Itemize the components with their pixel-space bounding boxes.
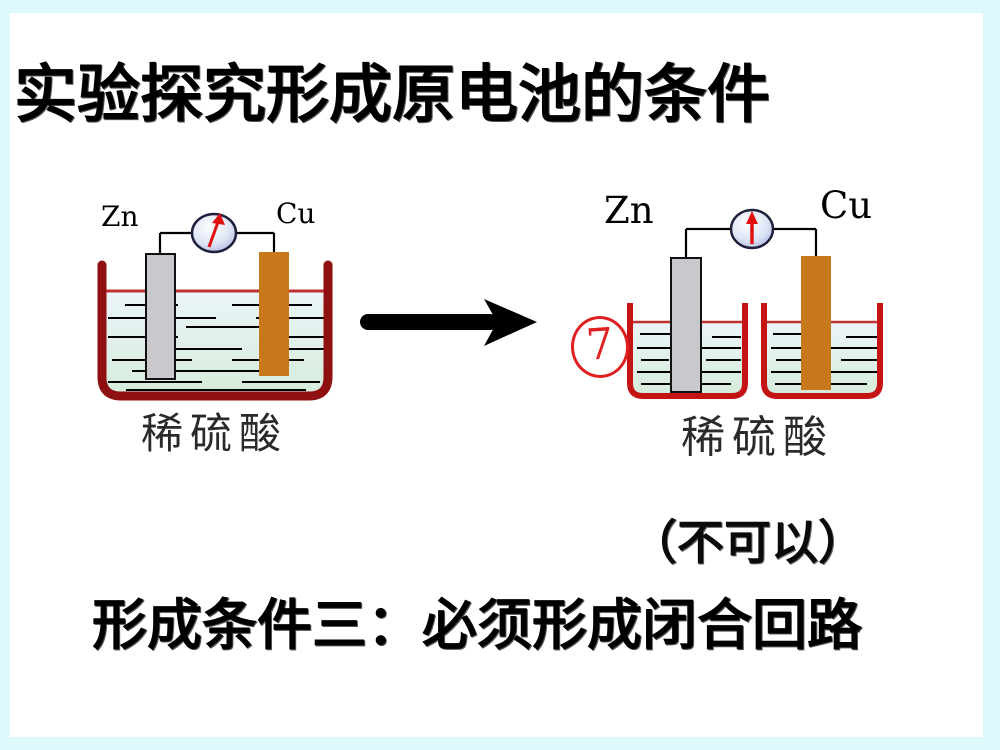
meter-needle-tip — [212, 213, 225, 225]
beaker-outline — [761, 303, 883, 399]
meter-needle — [207, 221, 220, 248]
zinc-electrode-label: Zn — [604, 189, 654, 232]
conclusion-text: 形成条件三：必须形成闭合回路 — [92, 593, 863, 657]
zinc-electrode — [145, 253, 176, 380]
solution-label: 稀硫酸 — [681, 412, 834, 463]
arrow-right-icon — [360, 299, 537, 346]
copper-electrode-label: Cu — [820, 184, 873, 227]
liquid — [106, 292, 324, 392]
left-cell-diagram — [97, 212, 333, 401]
beaker-outline — [627, 303, 748, 399]
copper-electrode — [801, 256, 831, 390]
right-cell-diagram — [627, 208, 883, 399]
verdict-text: （不可以） — [630, 516, 865, 571]
beaker-outline — [97, 260, 333, 401]
galvanometer-icon — [190, 212, 238, 254]
zinc-electrode — [670, 257, 702, 393]
copper-electrode — [259, 252, 289, 376]
page-title: 实验探究形成原电池的条件 — [14, 58, 770, 131]
copper-electrode-label: Cu — [276, 197, 316, 230]
galvanometer-icon — [729, 208, 775, 250]
meter-needle-tip — [746, 211, 758, 224]
zinc-electrode-label: Zn — [101, 200, 139, 233]
solution-label: 稀硫酸 — [141, 409, 289, 458]
